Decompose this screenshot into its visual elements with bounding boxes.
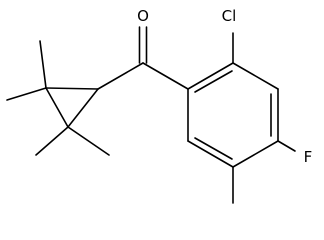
ring-bond-5-inner	[194, 137, 233, 160]
fluorine-atom-label: F	[304, 148, 313, 166]
chemical-structure: O Cl F	[6, 7, 313, 204]
ring-bond-4	[232, 140, 279, 168]
cyclopropane-bond-c	[45, 87, 69, 128]
chlorine-atom-label: Cl	[222, 7, 237, 25]
ring-bond-5	[187, 140, 234, 168]
carbonyl-to-cyclopropyl-bond	[97, 62, 144, 90]
ring-bond-2	[232, 62, 279, 90]
methyl-bond-3	[35, 126, 69, 156]
ring-bond-1-inner	[194, 70, 233, 93]
carbonyl-to-ring-bond	[142, 62, 189, 90]
fluorine-bond	[277, 140, 296, 152]
cyclopropane-bond-a	[45, 87, 99, 90]
methyl-bond-4	[67, 126, 110, 156]
methyl-bond-2	[6, 87, 47, 101]
cyclopropane-bond-b	[67, 88, 99, 128]
methyl-bond-1	[39, 40, 47, 89]
oxygen-atom-label: O	[137, 7, 149, 25]
ring-bond-1	[187, 62, 234, 90]
